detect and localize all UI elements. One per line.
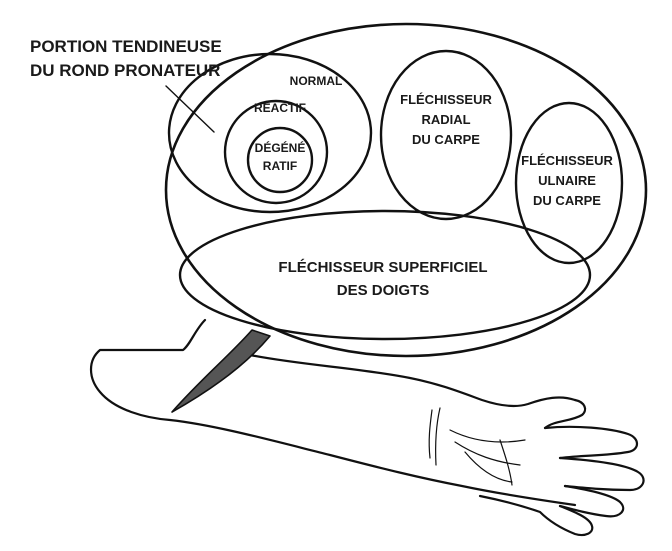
label-degenerative-line2: RATIF xyxy=(263,159,297,173)
label-fcu-line1: FLÉCHISSEUR xyxy=(521,153,613,168)
ring-finger-outline xyxy=(558,484,625,518)
palm-crease-1 xyxy=(449,429,526,443)
label-fcr-line3: DU CARPE xyxy=(412,132,480,147)
pronator-normal-region xyxy=(167,52,373,214)
little-finger-outline xyxy=(478,494,594,537)
wrist-crease-1 xyxy=(428,409,433,459)
label-fds-line2: DES DOIGTS xyxy=(337,282,430,299)
palm-crease-4 xyxy=(499,439,513,486)
label-degenerative-line1: DÉGÉNÉ xyxy=(255,140,306,155)
forearm-hand-drawing xyxy=(89,318,645,537)
pointer-wedge xyxy=(171,329,271,413)
forearm-outline xyxy=(89,318,577,507)
label-normal: NORMAL xyxy=(290,74,343,88)
forearm-top-outline xyxy=(248,353,577,408)
flexor-digitorum-superficialis-region xyxy=(178,209,592,341)
pronator-title-line1: PORTION TENDINEUSE xyxy=(30,37,222,56)
palm-crease-2 xyxy=(454,441,521,466)
wrist-crease-2 xyxy=(435,407,441,466)
forearm-cross-section-outline xyxy=(164,22,648,358)
label-fcu-line3: DU CARPE xyxy=(533,193,601,208)
label-reactive: RÉACTIF xyxy=(254,100,306,115)
label-fcu-line2: ULNAIRE xyxy=(538,173,596,188)
thumb-outline xyxy=(543,398,587,430)
flexor-carpi-radialis-region xyxy=(379,49,513,221)
pronator-title-line2: DU ROND PRONATEUR xyxy=(30,61,220,80)
palm-crease-3 xyxy=(464,451,513,483)
pronator-leader-line xyxy=(165,85,215,133)
middle-finger-outline xyxy=(558,456,645,492)
flexor-carpi-ulnaris-region xyxy=(514,101,624,265)
pronator-reactive-region xyxy=(223,99,329,205)
pronator-degenerative-region xyxy=(246,126,314,194)
label-fcr-line1: FLÉCHISSEUR xyxy=(400,92,492,107)
index-finger-outline xyxy=(543,425,639,460)
label-fcr-line2: RADIAL xyxy=(421,112,470,127)
label-fds-line1: FLÉCHISSEUR SUPERFICIEL xyxy=(278,259,487,276)
